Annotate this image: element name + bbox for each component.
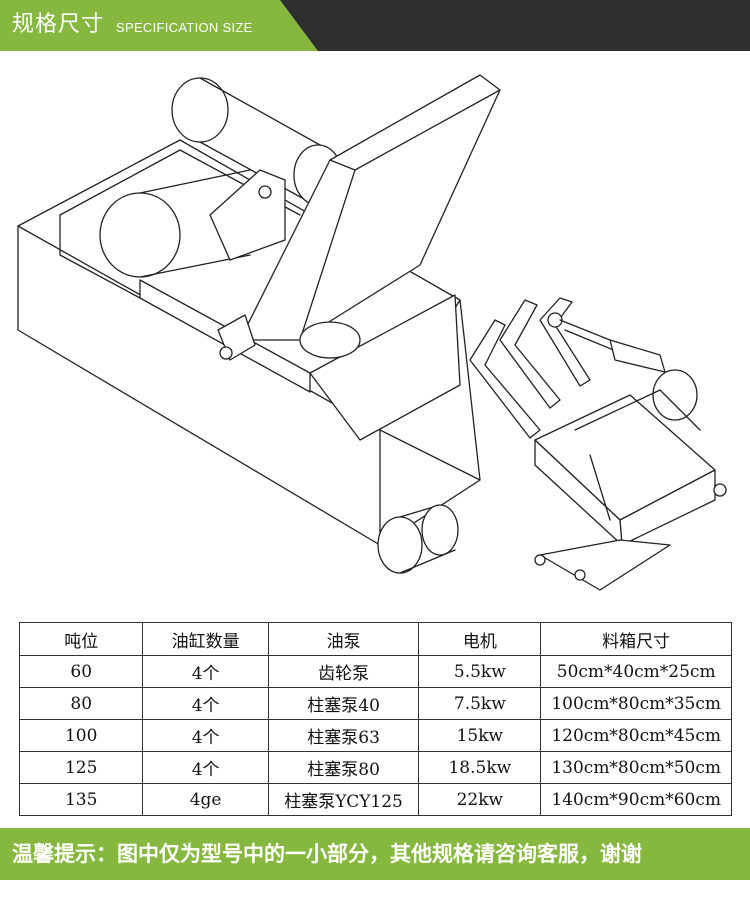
notice-text: 温馨提示：图中仅为型号中的一小部分，其他规格请咨询客服，谢谢 (12, 842, 642, 866)
cell-tonnage: 125 (18, 751, 144, 784)
cell-tonnage: 80 (18, 687, 144, 720)
cell-motor: 7.5kw (418, 687, 542, 720)
cell-oil-pump: 柱塞泵40 (267, 687, 420, 720)
table-row: 125 4个 柱塞泵80 18.5kw 130cm*80cm*50cm (18, 751, 732, 784)
cell-box-size: 100cm*80cm*35cm (540, 687, 732, 720)
cell-motor: 15kw (418, 719, 542, 752)
table-row: 100 4个 柱塞泵63 15kw 120cm*80cm*45cm (18, 719, 732, 752)
col-tonnage: 吨位 (18, 622, 144, 656)
cell-cylinder-count: 4个 (142, 751, 269, 784)
cell-tonnage: 135 (18, 783, 144, 816)
table-row: 135 4ge 柱塞泵YCY125 22kw 140cm*90cm*60cm (18, 783, 732, 816)
cell-motor: 22kw (418, 783, 542, 816)
col-cylinder-count: 油缸数量 (142, 622, 269, 656)
table-row: 80 4个 柱塞泵40 7.5kw 100cm*80cm*35cm (18, 687, 732, 720)
cell-oil-pump: 柱塞泵YCY125 (267, 783, 420, 816)
cell-tonnage: 60 (18, 655, 144, 688)
specification-table: 吨位 油缸数量 油泵 电机 料箱尺寸 60 4个 齿轮泵 5.5kw 50cm*… (18, 622, 732, 816)
cell-cylinder-count: 4个 (142, 655, 269, 688)
col-motor: 电机 (418, 622, 542, 656)
section-header: 规格尺寸 SPECIFICATION SIZE (0, 0, 750, 51)
notice-banner: 温馨提示：图中仅为型号中的一小部分，其他规格请咨询客服，谢谢 (0, 828, 750, 880)
cell-box-size: 120cm*80cm*45cm (540, 719, 732, 752)
cell-oil-pump: 齿轮泵 (267, 655, 420, 688)
col-oil-pump: 油泵 (267, 622, 420, 656)
table-row: 60 4个 齿轮泵 5.5kw 50cm*40cm*25cm (18, 655, 732, 688)
cell-box-size: 140cm*90cm*60cm (540, 783, 732, 816)
header-accent-tab: 规格尺寸 SPECIFICATION SIZE (0, 0, 318, 51)
table-header-row: 吨位 油缸数量 油泵 电机 料箱尺寸 (18, 622, 732, 656)
hydraulic-baler-machine-drawing (0, 51, 750, 616)
cell-tonnage: 100 (18, 719, 144, 752)
cell-cylinder-count: 4ge (142, 783, 269, 816)
section-subtitle: SPECIFICATION SIZE (116, 20, 253, 35)
cell-box-size: 50cm*40cm*25cm (540, 655, 732, 688)
cell-oil-pump: 柱塞泵63 (267, 719, 420, 752)
cell-cylinder-count: 4个 (142, 719, 269, 752)
cell-box-size: 130cm*80cm*50cm (540, 751, 732, 784)
col-box-size: 料箱尺寸 (540, 622, 732, 656)
cell-motor: 18.5kw (418, 751, 542, 784)
cell-motor: 5.5kw (418, 655, 542, 688)
cell-cylinder-count: 4个 (142, 687, 269, 720)
cell-oil-pump: 柱塞泵80 (267, 751, 420, 784)
section-title: 规格尺寸 (12, 12, 105, 37)
